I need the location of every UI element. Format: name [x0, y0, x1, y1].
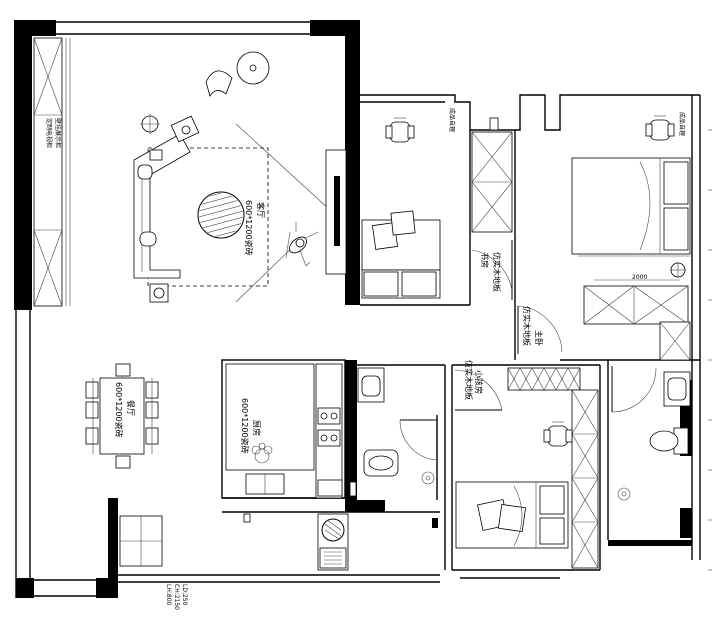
study-floor-label: 仿实木地板: [492, 252, 502, 292]
child-floor-label: 仿实木地板: [464, 360, 474, 400]
bathroom-right: [611, 366, 691, 501]
person-figure: [285, 222, 319, 267]
left-cabinet: 定制电视柜 壁挂展示柜: [33, 37, 71, 307]
dining-label: 餐厅: [126, 400, 135, 416]
coffee-table: [197, 191, 245, 239]
chair-icon-study: [385, 117, 415, 143]
finished-product-label-2: 成品自理: [678, 112, 686, 136]
left-cabinet-label-1: 定制电视柜: [45, 118, 53, 148]
study-label: 书房: [480, 252, 490, 268]
master-floor-label: 仿实木地板: [522, 306, 532, 346]
plant-icon: [251, 442, 273, 464]
study-room: 成品自理 书房 仿实木地板: [361, 108, 513, 300]
living-room: 客厅 600*1200瓷砖: [133, 51, 347, 303]
dining-area: 餐厅 600*1200瓷砖: [85, 363, 163, 567]
right-edge-ticks: [708, 129, 712, 571]
finished-product-label-1: 成品自理: [448, 108, 456, 132]
child-label: 小孩房: [474, 370, 484, 394]
partition-walls: [118, 94, 701, 583]
dining-floor-label: 600*1200瓷砖: [114, 382, 124, 438]
kitchen: 厨房 600*1200瓷砖: [225, 363, 438, 571]
kitchen-label: 厨房: [252, 420, 262, 436]
level-note-3: LD:250: [181, 584, 188, 606]
sofa: [133, 133, 191, 279]
wardrobe-dimension: 2000: [632, 274, 647, 281]
chair-icon-master: [645, 115, 675, 141]
level-note-2: CH:2150: [173, 584, 180, 610]
left-cabinet-label-2: 壁挂展示柜: [54, 118, 62, 148]
kitchen-floor-label: 600*1200瓷砖: [240, 398, 250, 454]
chair-icon-child: [543, 421, 573, 447]
living-room-label: 客厅: [256, 202, 266, 218]
outer-walls: [14, 20, 692, 598]
master-bedroom: 2000 成品自理 主卧 仿实木地板: [517, 112, 691, 361]
level-note-1: LH:800: [165, 584, 172, 606]
bathroom-center: [349, 367, 438, 497]
living-room-floor-label: 600*1200瓷砖: [244, 200, 254, 256]
child-room: 小孩房 仿实木地板: [454, 360, 599, 569]
level-notes: LH:800 CH:2150 LD:250: [165, 584, 188, 610]
master-label: 主卧: [534, 330, 544, 346]
